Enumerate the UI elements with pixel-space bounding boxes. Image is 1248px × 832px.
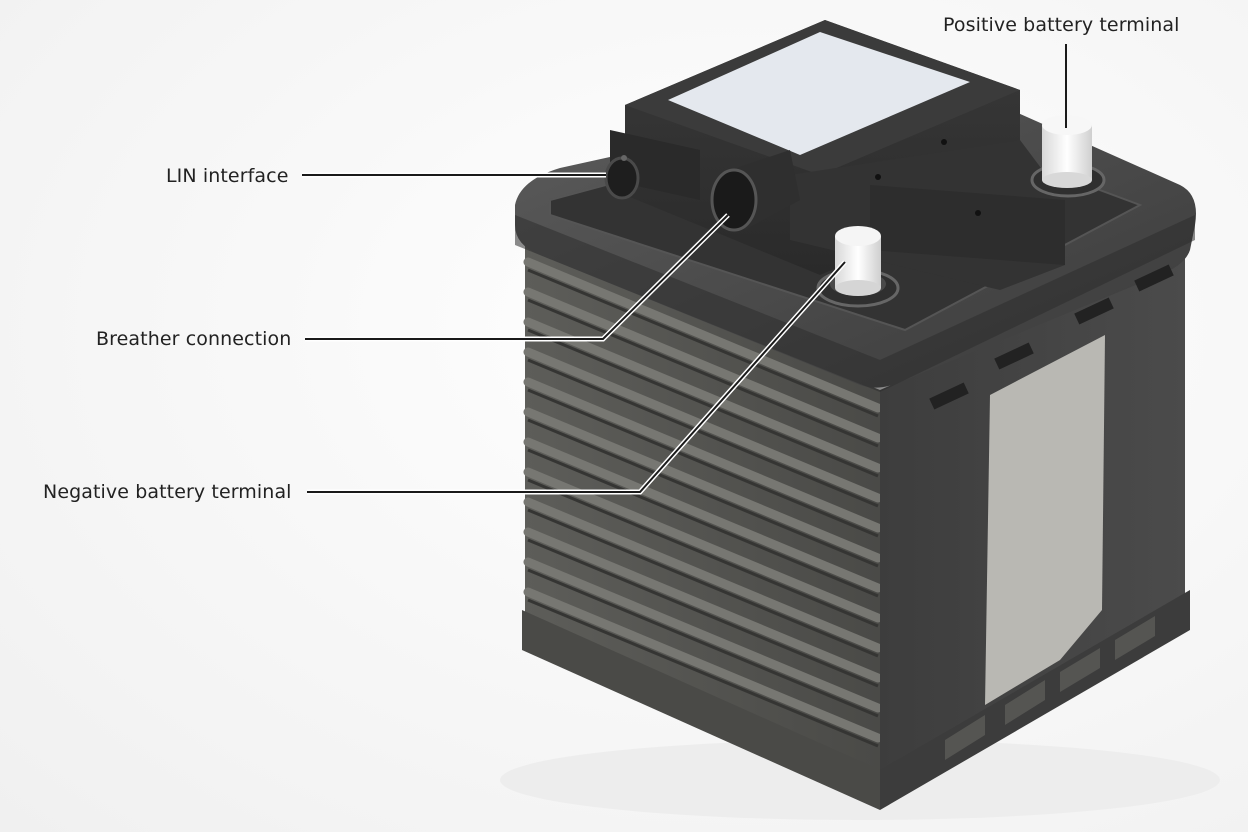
callout-negative-terminal: Negative battery terminal [43, 481, 292, 503]
callout-lin-interface: LIN interface [166, 165, 289, 187]
leader-lines [302, 44, 1067, 495]
lin-connector [604, 130, 700, 200]
base-lip-left [522, 610, 880, 810]
side-label-panel [985, 335, 1105, 705]
negative-terminal [816, 226, 900, 308]
module-label-sticker [668, 32, 970, 155]
lid-rim [515, 215, 1195, 392]
base-tabs [945, 616, 1155, 760]
callout-breather-connection: Breather connection [96, 328, 292, 350]
breather-connector [710, 150, 800, 232]
callout-positive-terminal: Positive battery terminal [943, 14, 1180, 36]
positive-terminal [1030, 115, 1106, 198]
vent-clips [929, 264, 1174, 410]
